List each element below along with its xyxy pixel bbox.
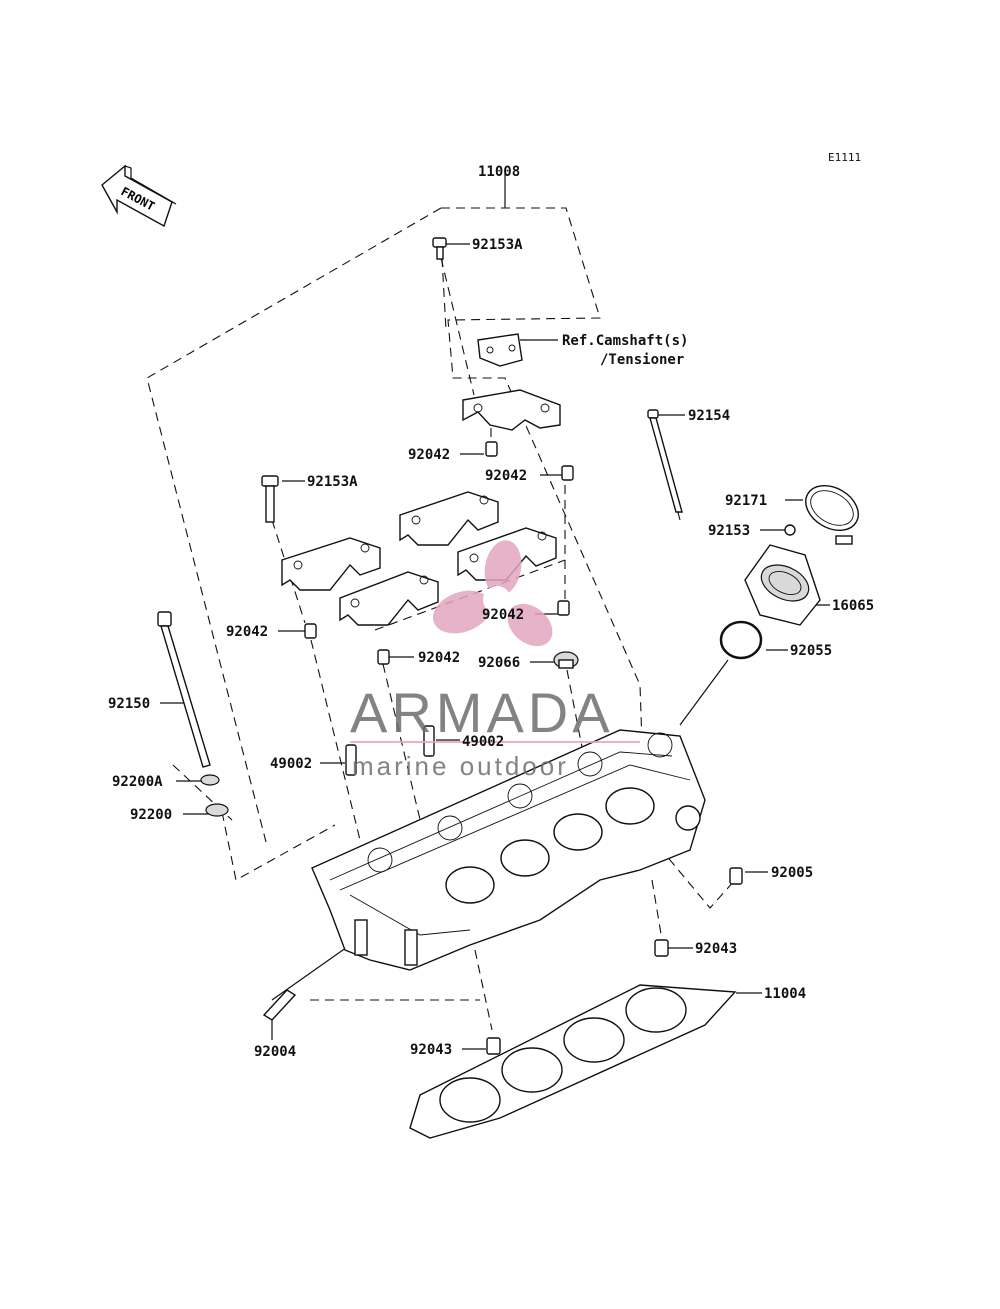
part-label: 92153A [307, 474, 358, 490]
dowel-pins [304, 441, 574, 665]
holder-16065 [744, 544, 821, 626]
screw-92153 [784, 524, 796, 536]
watermark-tagline: marine outdoor [352, 751, 569, 781]
part-label: 92043 [695, 941, 737, 957]
part-label: 92154 [688, 408, 730, 424]
ref-tensioner-label: /Tensioner [600, 352, 684, 368]
part-label: 11008 [478, 164, 520, 180]
part-label: 92042 [482, 607, 524, 623]
propeller-logo-icon [432, 540, 553, 647]
camshaft-caps [281, 491, 557, 626]
plug-92005 [729, 867, 743, 885]
washers [200, 774, 229, 817]
part-label: 92150 [108, 696, 150, 712]
part-label: 92055 [790, 643, 832, 659]
part-label: 92004 [254, 1044, 296, 1060]
bolt-92153a-top [432, 237, 447, 260]
plug-92066 [553, 651, 579, 669]
assembly-boundary-11008 [146, 172, 736, 1001]
camshaft-bracket [477, 333, 523, 367]
watermark: ARMADA marine outdoor [350, 540, 640, 781]
part-label: 92171 [725, 493, 767, 509]
part-label: 92153 [708, 523, 750, 539]
leader-lines [160, 243, 830, 1050]
part-label: 92066 [478, 655, 520, 671]
part-label: 92042 [485, 468, 527, 484]
front-arrow-icon: FRONT [101, 164, 177, 228]
camshaft-cap-top [462, 389, 561, 431]
part-labels: 11008 92153A Ref.Camshaft(s) /Tensioner … [108, 164, 874, 1060]
dowels-92043 [486, 939, 669, 1055]
part-label: 49002 [270, 756, 312, 772]
camshaft-journals [367, 732, 673, 873]
ref-camshaft-label: Ref.Camshaft(s) [562, 333, 688, 349]
part-label: 92042 [418, 650, 460, 666]
part-label: 11004 [764, 986, 806, 1002]
cylinder-head [311, 729, 706, 971]
intake-ports [445, 787, 655, 904]
part-label: 92005 [771, 865, 813, 881]
part-label: 92200A [112, 774, 163, 790]
stud-92150 [157, 611, 211, 768]
bolt-92154 [647, 409, 683, 513]
part-label: 92153A [472, 237, 523, 253]
o-ring-92055 [719, 620, 763, 660]
part-label: 92043 [410, 1042, 452, 1058]
part-label: 49002 [462, 734, 504, 750]
part-label: 92042 [408, 447, 450, 463]
diagram-code: E1111 [828, 151, 861, 164]
watermark-brand: ARMADA [350, 681, 614, 744]
bolt-92153a-left [261, 475, 279, 523]
head-gasket-11004 [409, 984, 737, 1139]
part-label: 16065 [832, 598, 874, 614]
part-label: 92042 [226, 624, 268, 640]
stud-92004 [262, 989, 297, 1021]
clamp-92171 [805, 485, 859, 545]
part-label: 92200 [130, 807, 172, 823]
